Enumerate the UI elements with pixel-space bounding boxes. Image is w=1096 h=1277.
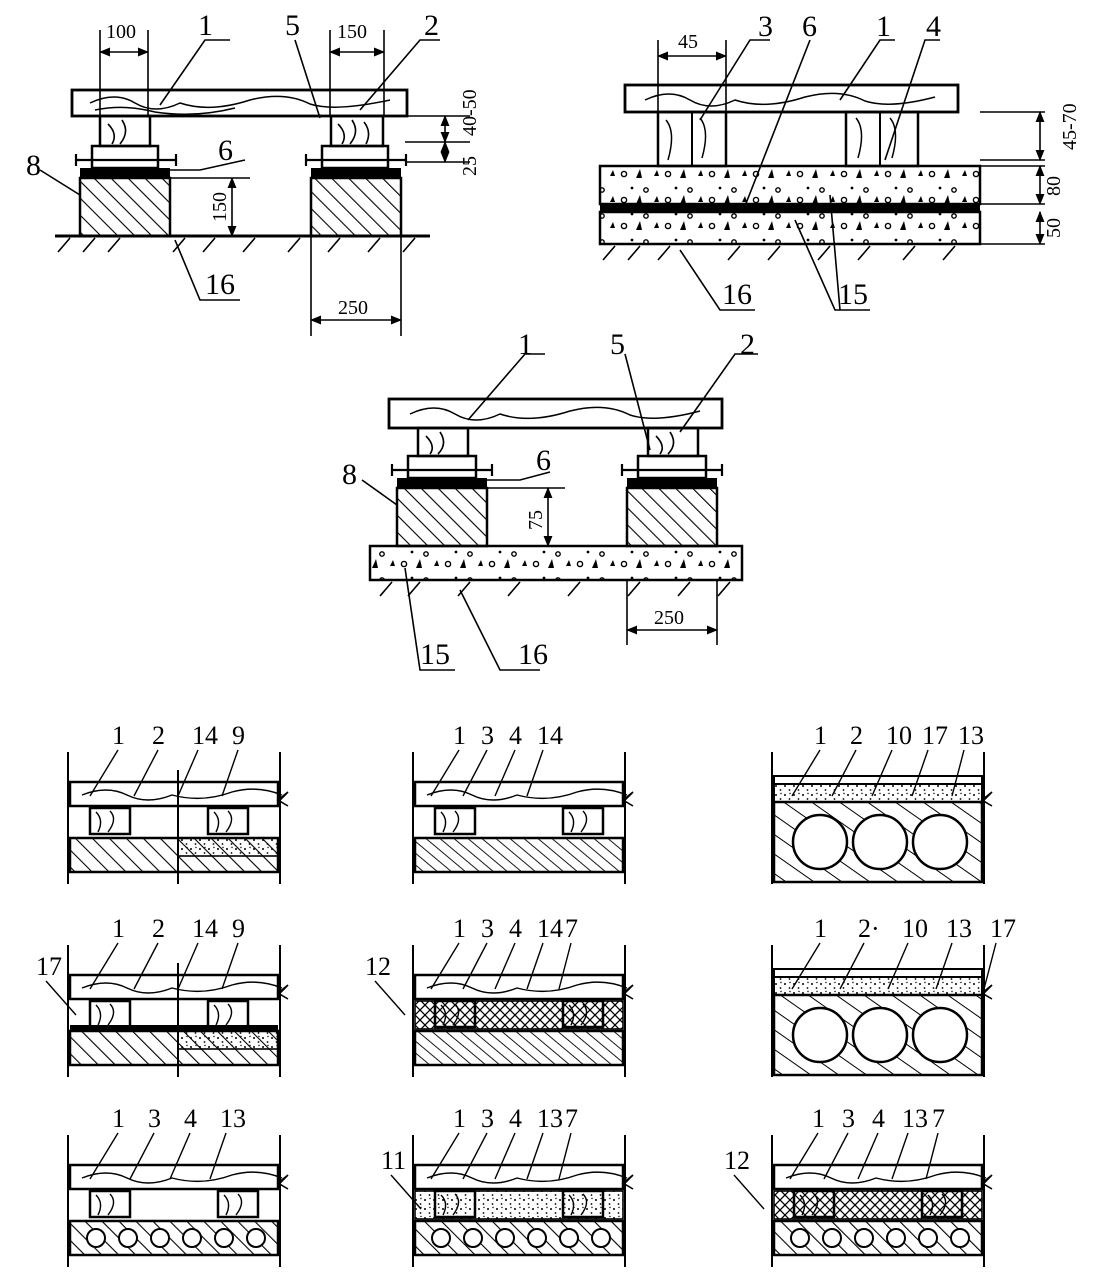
s8-label-1: 3 [481,1104,494,1133]
label-8: 8 [26,149,41,182]
s4-label-0: 1 [112,914,125,943]
s3-label-1: 2 [850,721,863,750]
s9-label-0: 1 [812,1104,825,1133]
s1-label-1: 2 [152,721,165,750]
label-16: 16 [205,268,235,301]
label-16: 16 [722,278,752,311]
diagram-3-posts-on-slab: 75 250 1 5 2 6 8 15 16 [342,328,758,671]
floor-board [70,88,409,118]
label-4: 4 [926,10,941,43]
s9-side-label: 12 [724,1146,750,1175]
label-5: 5 [610,328,625,361]
dim-150-width: 150 [337,21,367,43]
dim-25: 25 [459,156,481,176]
s9-label-3: 13 [902,1104,928,1133]
s5-label-2: 4 [509,914,522,943]
label-6: 6 [802,10,817,43]
s5-label-4: 7 [565,914,578,943]
dim-50: 50 [1043,218,1065,238]
label-5: 5 [285,9,300,42]
label-1: 1 [198,9,213,42]
label-1: 1 [518,328,533,361]
s1-label-2: 14 [192,721,218,750]
s9-label-2: 4 [872,1104,885,1133]
dim-100: 100 [106,21,136,43]
dim-250: 250 [654,607,684,629]
dim-40-50: 40-50 [459,89,481,136]
dim-45: 45 [678,31,698,53]
s4-side-label: 17 [36,952,62,981]
s6-label-0: 1 [814,914,827,943]
s2-label-0: 1 [453,721,466,750]
dim-45-70: 45-70 [1059,103,1081,150]
brick-post-right [309,176,403,238]
label-8: 8 [342,458,357,491]
diagram-1-joist-on-posts: 100 150 40-50 25 150 250 1 2 5 6 8 16 [26,9,481,336]
s2-label-2: 4 [509,721,522,750]
label-15: 15 [420,638,450,671]
s8-side-label: 11 [381,1146,406,1175]
s5-label-3: 14 [537,914,563,943]
s8-label-2: 4 [509,1104,522,1133]
s4-label-2: 14 [192,914,218,943]
s6-label-4: 17 [990,914,1016,943]
s2-label-1: 3 [481,721,494,750]
s7-label-3: 13 [220,1104,246,1133]
dim-150-height: 150 [209,192,231,222]
s8-label-0: 1 [453,1104,466,1133]
joist-right [329,114,385,148]
label-3: 3 [758,10,773,43]
s3-label-2: 10 [886,721,912,750]
s8-label-3: 13 [537,1104,563,1133]
s4-label-3: 9 [232,914,245,943]
s2-label-3: 14 [537,721,563,750]
brick-post-left [78,176,172,238]
s3-label-4: 13 [958,721,984,750]
s5-label-1: 3 [481,914,494,943]
s3-label-3: 17 [922,721,948,750]
label-2: 2 [740,328,755,361]
s6-label-1: 2· [858,914,880,943]
s6-label-2: 10 [902,914,928,943]
s9-label-4: 7 [932,1104,945,1133]
label-6: 6 [218,134,233,167]
label-1: 1 [876,10,891,43]
s7-label-0: 1 [112,1104,125,1133]
s7-label-2: 4 [184,1104,197,1133]
s7-label-1: 3 [148,1104,161,1133]
s3-label-0: 1 [814,721,827,750]
s5-side-label: 12 [365,952,391,981]
s9-label-1: 3 [842,1104,855,1133]
diagram-2-joist-on-slab: 45 45-70 80 50 3 6 1 4 16 15 [598,10,1081,311]
s1-label-3: 9 [232,721,245,750]
s5-label-0: 1 [453,914,466,943]
dim-250: 250 [338,297,368,319]
s1-label-0: 1 [112,721,125,750]
dim-80: 80 [1043,176,1065,196]
s6-label-3: 13 [946,914,972,943]
s4-label-1: 2 [152,914,165,943]
section-s6: 1 2· 10 13 17 [771,914,1016,1077]
label-6: 6 [536,444,551,477]
dim-75: 75 [525,510,547,530]
label-15: 15 [838,278,868,311]
label-16: 16 [518,638,548,671]
label-2: 2 [424,9,439,42]
s8-label-4: 7 [565,1104,578,1133]
